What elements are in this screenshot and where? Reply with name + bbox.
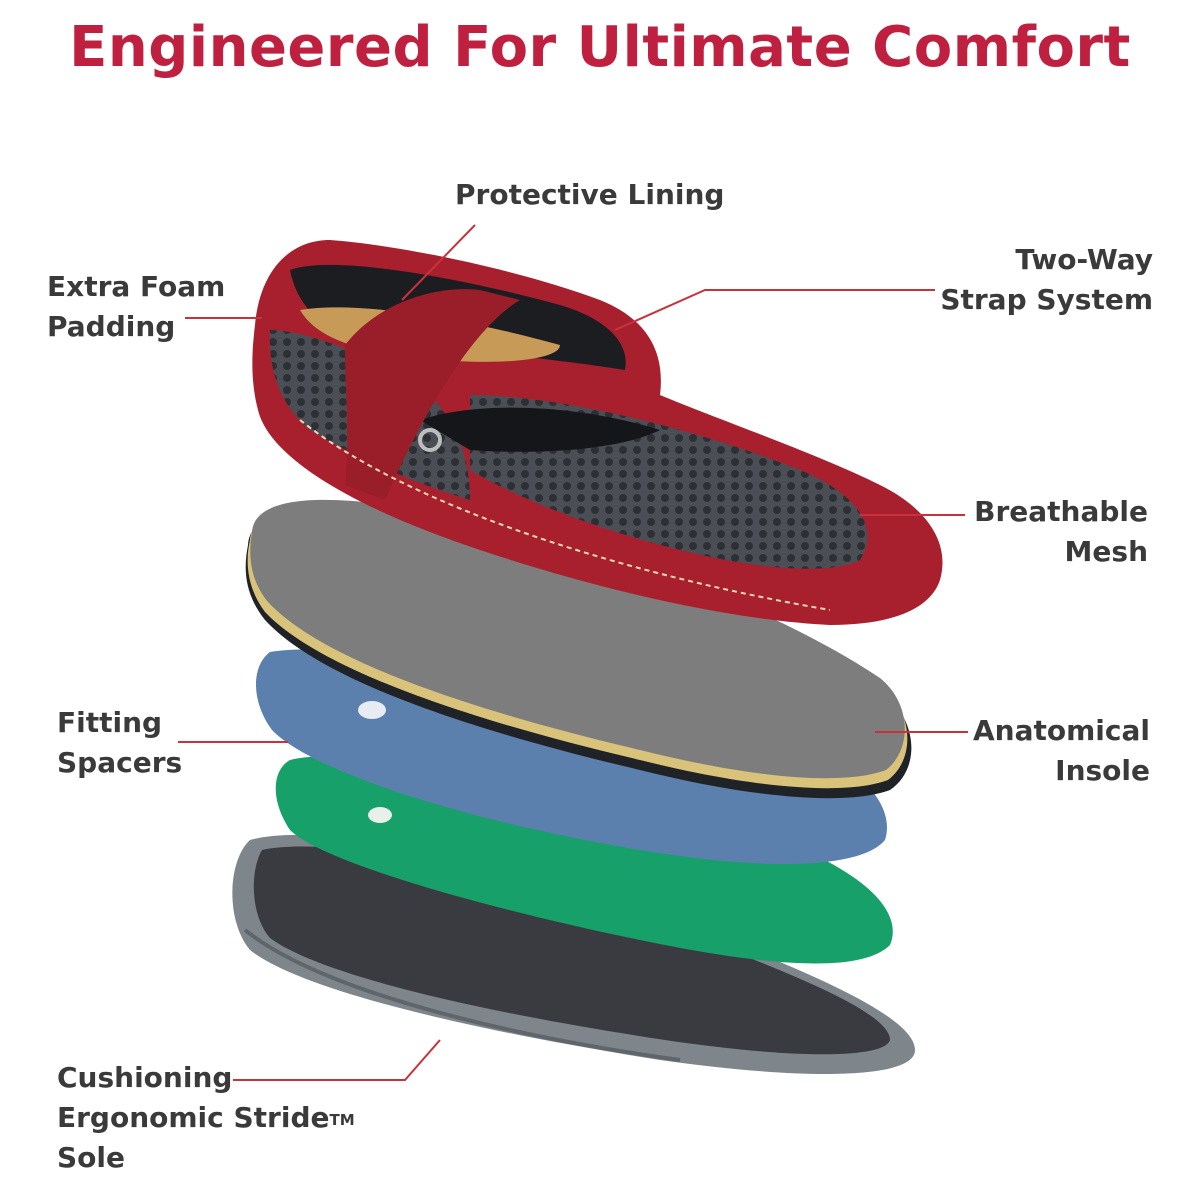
label-fitting-spacers: Fitting Spacers	[57, 706, 183, 779]
label-anatomical-insole: Anatomical Insole	[973, 714, 1150, 787]
leader-lines	[178, 224, 968, 1081]
leader-cushioning-sole	[233, 1039, 441, 1081]
label-protective-lining: Protective Lining	[455, 178, 725, 211]
label-cushioning-sole: Cushioning Ergonomic StrideTM Sole	[57, 1061, 355, 1174]
label-extra-foam-padding: Extra Foam Padding	[47, 270, 226, 343]
outsole	[232, 834, 916, 1074]
page-title: Engineered For Ultimate Comfort	[69, 15, 1131, 80]
anatomical-insole	[245, 499, 912, 799]
leader-protective-lining	[401, 224, 476, 301]
label-two-way-strap: Two-Way Strap System	[940, 243, 1153, 316]
shoe-upper	[252, 240, 943, 625]
leader-strap-system	[614, 289, 935, 331]
trademark-mark: TM	[329, 1111, 355, 1129]
label-breathable-mesh: Breathable Mesh	[974, 495, 1148, 568]
green-spacer	[275, 755, 893, 964]
